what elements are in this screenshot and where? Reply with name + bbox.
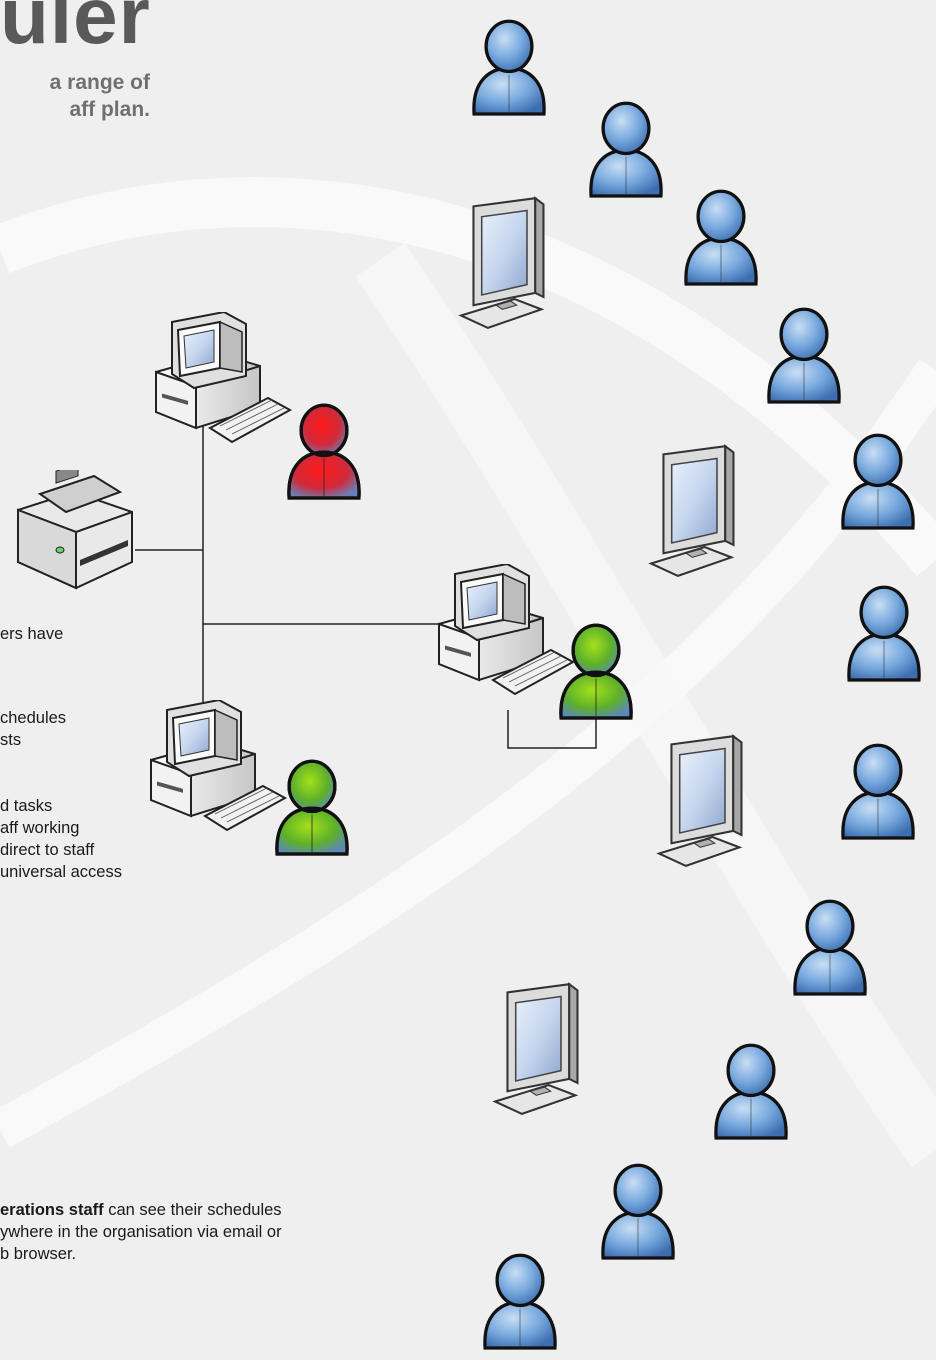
text-line: direct to staff (0, 841, 95, 859)
fax-printer-icon (17, 470, 133, 590)
bottom-text-line-1: erations staff can see their schedules (0, 1200, 282, 1221)
text-line: universal access (0, 863, 122, 881)
person-icon (276, 390, 372, 510)
monitor-icon (658, 735, 743, 867)
person-icon (847, 585, 921, 682)
text-line: sts (0, 731, 22, 749)
text-line: chedules (0, 709, 67, 727)
person-icon (589, 101, 663, 198)
person-icon (601, 1163, 675, 1260)
bottom-text-line-2: ywhere in the organisation via email or (0, 1223, 282, 1241)
person-icon (841, 433, 915, 530)
person-icon (548, 610, 644, 730)
bottom-text-line-3: b browser. (0, 1245, 77, 1263)
monitor-icon (460, 197, 545, 329)
subtitle-line-1: a range of (49, 71, 150, 94)
person-icon (684, 189, 758, 286)
person-icon (793, 899, 867, 996)
text-line: d tasks (0, 797, 53, 815)
bottom-text-rest: can see their schedules (103, 1201, 282, 1219)
text-line: aff working (0, 819, 80, 837)
person-icon (767, 307, 841, 404)
page-title: uler (0, 0, 151, 60)
person-icon (841, 743, 915, 840)
text-line: ers have (0, 625, 64, 643)
person-icon (483, 1253, 557, 1350)
person-icon (714, 1043, 788, 1140)
person-icon (472, 19, 546, 116)
bottom-text-bold: erations staff (0, 1201, 104, 1219)
page-subtitle: a range of aff plan. (0, 70, 150, 123)
subtitle-line-2: aff plan. (69, 97, 150, 121)
monitor-icon (650, 445, 735, 577)
monitor-icon (494, 983, 579, 1115)
person-icon (264, 746, 360, 866)
